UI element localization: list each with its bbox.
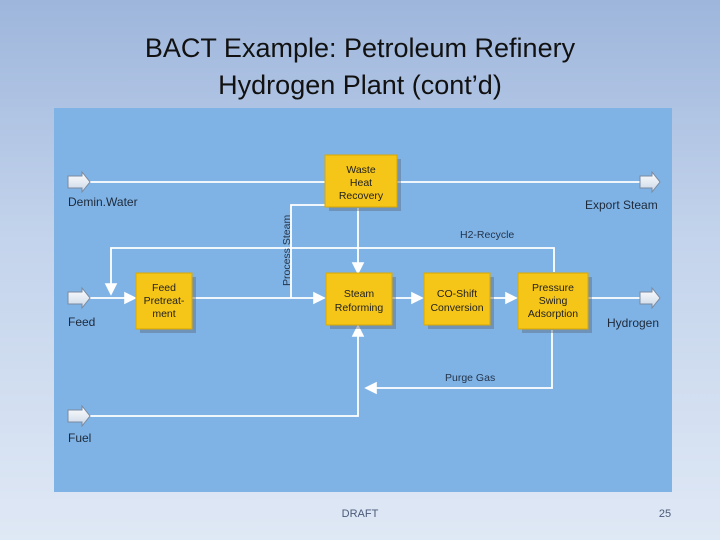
h2-recycle-line <box>104 247 555 296</box>
hydrogen-output-arrow <box>639 286 661 310</box>
demin-water-label: Demin.Water <box>68 195 138 209</box>
export-steam-output-arrow <box>639 170 661 194</box>
feed-pretreatment-box: Feed Pretreat- ment <box>135 272 196 333</box>
export-steam-label: Export Steam <box>585 198 658 212</box>
waste-heat-line1: Waste <box>346 164 376 176</box>
slide-title: BACT Example: Petroleum Refinery Hydroge… <box>0 30 720 104</box>
fuel-line <box>89 324 365 417</box>
psa-line1: Pressure <box>532 282 574 294</box>
fuel-input-arrow <box>67 404 91 428</box>
co-shift-line2: Conversion <box>430 302 483 314</box>
process-flow-diagram: Waste Heat Recovery Feed Pretreat- ment … <box>54 108 672 492</box>
feed-input-arrow <box>67 286 91 310</box>
psa-line3: Adsorption <box>528 308 578 320</box>
waste-heat-line2: Heat <box>350 177 372 189</box>
pressure-swing-adsorption-box: Pressure Swing Adsorption <box>517 272 592 333</box>
steam-reforming-line1: Steam <box>344 288 375 300</box>
purge-gas-label: Purge Gas <box>445 372 495 384</box>
feed-pretreat-line3: ment <box>152 308 175 320</box>
process-steam-label: Process Steam <box>281 215 293 286</box>
slide-title-line1: BACT Example: Petroleum Refinery <box>144 33 576 63</box>
feed-label: Feed <box>68 315 95 329</box>
waste-heat-line3: Recovery <box>339 190 384 202</box>
purge-gas-line <box>364 330 553 395</box>
steam-reforming-box: Steam Reforming <box>325 272 396 329</box>
h2-recycle-label: H2-Recycle <box>460 229 514 241</box>
psa-line2: Swing <box>539 295 568 307</box>
feed-pretreat-line2: Pretreat- <box>144 295 185 307</box>
diagram-svg: Waste Heat Recovery Feed Pretreat- ment … <box>67 154 661 445</box>
waste-heat-recovery-box: Waste Heat Recovery <box>324 154 401 211</box>
demin-water-input-arrow <box>67 170 91 194</box>
hydrogen-label: Hydrogen <box>607 316 659 330</box>
co-shift-conversion-box: CO-Shift Conversion <box>423 272 494 329</box>
co-shift-line1: CO-Shift <box>437 288 477 300</box>
process-steam-line <box>290 204 326 298</box>
feed-pretreat-line1: Feed <box>152 282 176 294</box>
steam-reforming-line2: Reforming <box>335 302 384 314</box>
page-number: 25 <box>658 508 672 520</box>
fuel-label: Fuel <box>68 431 91 445</box>
slide-title-line2: Hydrogen Plant (cont’d) <box>218 70 502 100</box>
footer-draft-label: DRAFT <box>341 508 379 520</box>
